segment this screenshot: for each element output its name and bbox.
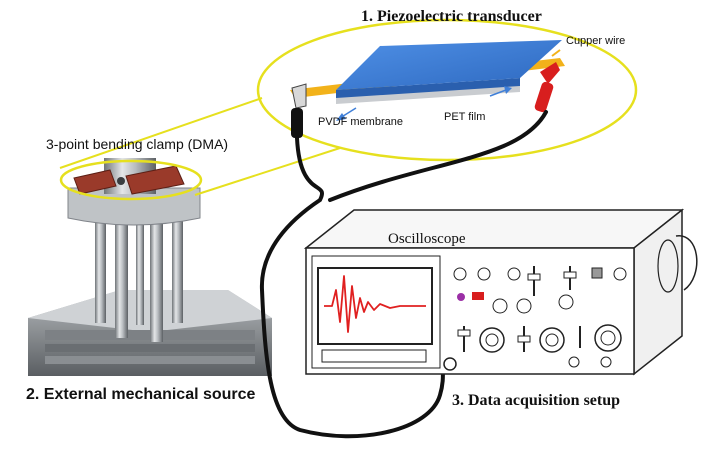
scope-side-vent	[657, 239, 679, 293]
scope-waveform	[324, 275, 426, 333]
pet-film-label: PET film	[444, 111, 486, 123]
knob-center	[545, 333, 559, 347]
lead-black-clip	[291, 83, 307, 109]
callout-ellipse-large	[256, 18, 638, 162]
oscilloscope-knob-icon[interactable]	[477, 267, 491, 281]
clamp-column	[150, 210, 163, 342]
oscilloscope-knob-icon[interactable]	[492, 298, 508, 314]
transducer	[290, 40, 565, 138]
cable-black-long	[259, 136, 447, 439]
scope-display-slot	[321, 349, 427, 363]
pvdf-arrowhead	[336, 113, 346, 121]
clamp-title: 3-point bending clamp (DMA)	[46, 136, 229, 152]
scope-slider-handle[interactable]	[527, 273, 541, 281]
scope-slider-handle[interactable]	[517, 335, 531, 343]
daq-setup-label: 3. Data acquisition setup	[452, 392, 621, 409]
clamp-column	[172, 205, 183, 323]
pet-arrow	[489, 89, 507, 97]
scope-handle	[675, 235, 698, 291]
pvdf-membrane-label: PVDF membrane	[318, 116, 403, 128]
scope-jack[interactable]	[568, 356, 580, 368]
callout-ellipse-small	[59, 159, 203, 201]
oscilloscope-knob-icon[interactable]	[613, 267, 627, 281]
clamp-column	[115, 210, 128, 338]
scope-inner-panel	[311, 255, 441, 369]
oscilloscope-label: Oscilloscope	[388, 231, 466, 247]
oscilloscope-knob-icon[interactable]	[507, 267, 521, 281]
mechanical-source-label: 2. External mechanical source	[26, 386, 256, 403]
dma-clamp-assembly	[28, 158, 272, 376]
callout-lines	[59, 97, 341, 196]
scope-purple-button[interactable]	[457, 293, 465, 301]
scope-square-button[interactable]	[591, 267, 603, 279]
clamp-pad-left	[73, 169, 117, 195]
copper-arrow	[551, 49, 561, 57]
clamp-base-ring	[45, 344, 255, 352]
scope-red-button[interactable]	[472, 292, 484, 300]
scope-body-top	[303, 209, 685, 249]
copper-wire-label: Cupper wire	[566, 35, 626, 47]
scope-slider-handle[interactable]	[457, 329, 471, 337]
clamp-base-ring	[45, 356, 255, 364]
clamp-column	[95, 205, 106, 323]
cable-red	[328, 110, 548, 202]
transducer-title: 1. Piezoelectric transducer	[361, 8, 542, 25]
oscilloscope	[303, 208, 698, 376]
lead-black-sleeve	[291, 108, 303, 138]
knob-center	[600, 330, 616, 346]
scope-slider-handle[interactable]	[563, 271, 577, 279]
lead-red-clip	[540, 62, 560, 84]
knob-center	[485, 333, 499, 347]
scope-probe-jack[interactable]	[443, 357, 457, 371]
oscilloscope-knob-icon[interactable]	[516, 298, 532, 314]
lead-red-sleeve	[534, 81, 554, 113]
clamp-column	[136, 215, 144, 325]
scope-jack[interactable]	[600, 356, 612, 368]
oscilloscope-knob-icon[interactable]	[453, 267, 467, 281]
oscilloscope-knob-icon[interactable]	[558, 294, 574, 310]
pet-arrowhead	[504, 86, 512, 94]
transducer-top	[336, 40, 562, 90]
clamp-pad-right	[125, 165, 185, 195]
clamp-screw	[117, 177, 125, 185]
scope-controls	[443, 266, 627, 371]
transducer-side	[336, 78, 520, 98]
